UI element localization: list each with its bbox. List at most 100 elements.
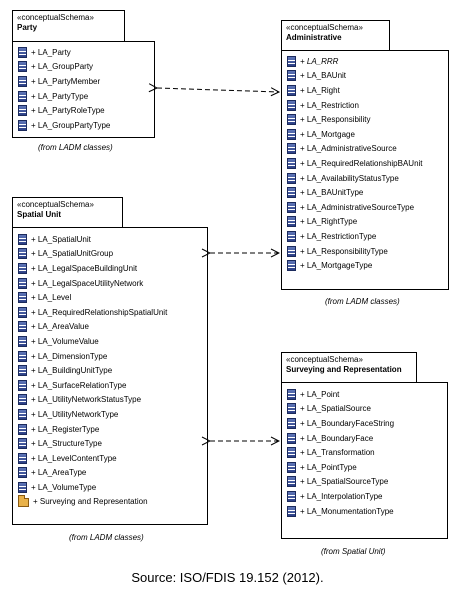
class-item[interactable]: + LA_AdministrativeSource [287, 142, 423, 157]
class-icon [287, 216, 296, 228]
class-item[interactable]: + LA_PartyMember [18, 74, 110, 89]
class-item[interactable]: + LA_SpatialSourceType [287, 475, 394, 490]
class-item[interactable]: + LA_BuildingUnitType [18, 363, 167, 378]
class-item[interactable]: + LA_SpatialUnitGroup [18, 247, 167, 262]
class-label: + LA_GroupParty [31, 62, 94, 72]
class-label: + LA_RequiredRelationshipBAUnit [300, 158, 423, 168]
class-item[interactable]: + LA_Mortgage [287, 127, 423, 142]
class-item[interactable]: + LA_AreaType [18, 466, 167, 481]
class-item[interactable]: + LA_SpatialUnit [18, 232, 167, 247]
class-item[interactable]: + LA_LegalSpaceBuildingUnit [18, 261, 167, 276]
class-icon [18, 481, 27, 493]
class-label: + LA_PartyType [31, 91, 89, 101]
class-label: + LA_AreaType [31, 468, 87, 478]
package-party-origin: (from LADM classes) [38, 143, 113, 152]
class-item[interactable]: + LA_SpatialSource [287, 402, 394, 417]
class-label: + LA_BuildingUnitType [31, 366, 113, 376]
class-icon [287, 230, 296, 242]
class-item[interactable]: + LA_Party [18, 45, 110, 60]
class-item[interactable]: + LA_InterpolationType [287, 489, 394, 504]
class-icon [18, 452, 27, 464]
class-label: + LA_RegisterType [31, 424, 100, 434]
class-item[interactable]: + LA_MonumentationType [287, 504, 394, 519]
class-item[interactable]: + LA_BoundaryFaceString [287, 416, 394, 431]
class-icon [287, 172, 296, 184]
package-administrative-origin: (from LADM classes) [325, 297, 400, 306]
class-icon [18, 46, 27, 58]
class-item[interactable]: + LA_Transformation [287, 445, 394, 460]
class-item[interactable]: + LA_Right [287, 83, 423, 98]
class-icon [287, 245, 296, 257]
class-label: + LA_Transformation [300, 448, 375, 458]
class-item[interactable]: + LA_BAUnitType [287, 185, 423, 200]
class-item[interactable]: + LA_UtilityNetworkStatusType [18, 393, 167, 408]
class-label: + LA_PointType [300, 462, 357, 472]
class-item[interactable]: + LA_RestrictionType [287, 229, 423, 244]
class-item[interactable]: + LA_LegalSpaceUtilityNetwork [18, 276, 167, 291]
figure-caption: Source: ISO/FDIS 19.152 (2012). [131, 570, 324, 585]
class-label: + LA_Responsibility [300, 115, 371, 125]
class-label: + LA_MonumentationType [300, 506, 394, 516]
class-item[interactable]: + LA_Responsibility [287, 112, 423, 127]
class-icon [18, 248, 27, 260]
class-icon [18, 335, 27, 347]
class-item[interactable]: + LA_PointType [287, 460, 394, 475]
stereotype-label: «conceptualSchema» [17, 200, 94, 209]
class-label: + LA_Mortgage [300, 129, 355, 139]
class-item[interactable]: + Surveying and Representation [18, 495, 167, 510]
stereotype-label: «conceptualSchema» [17, 13, 94, 22]
class-icon [287, 403, 296, 415]
class-icon [287, 260, 296, 272]
class-item[interactable]: + LA_RightType [287, 215, 423, 230]
class-item[interactable]: + LA_Restriction [287, 98, 423, 113]
class-label: + LA_Level [31, 293, 72, 303]
class-label: + LA_BAUnit [300, 71, 347, 81]
class-icon [287, 447, 296, 459]
class-icon [18, 350, 27, 362]
class-list: + LA_Party + LA_GroupParty + LA_PartyMembe… [18, 45, 110, 133]
class-item[interactable]: + LA_GroupParty [18, 60, 110, 75]
class-label: + LA_RequiredRelationshipSpatialUnit [31, 307, 168, 317]
class-item[interactable]: + LA_BoundaryFace [287, 431, 394, 446]
class-icon [18, 75, 27, 87]
class-icon [287, 476, 296, 488]
class-label: + LA_SpatialSourceType [300, 477, 389, 487]
class-icon [287, 70, 296, 82]
class-label: + LA_VolumeType [31, 482, 97, 492]
class-item[interactable]: + LA_VolumeType [18, 480, 167, 495]
class-item[interactable]: + LA_AdministrativeSourceType [287, 200, 423, 215]
class-item[interactable]: + LA_UtilityNetworkType [18, 407, 167, 422]
class-label: + LA_SpatialSource [300, 404, 371, 414]
class-item[interactable]: + LA_LevelContentType [18, 451, 167, 466]
class-item[interactable]: + LA_RegisterType [18, 422, 167, 437]
class-item[interactable]: + LA_RRR [287, 54, 423, 69]
package-name: Spatial Unit [17, 210, 62, 219]
class-item[interactable]: + LA_RequiredRelationshipBAUnit [287, 156, 423, 171]
class-item[interactable]: + LA_DimensionType [18, 349, 167, 364]
class-item[interactable]: + LA_PartyRoleType [18, 103, 110, 118]
class-item[interactable]: + LA_VolumeValue [18, 334, 167, 349]
class-item[interactable]: + LA_StructureType [18, 436, 167, 451]
class-item[interactable]: + LA_GroupPartyType [18, 118, 110, 133]
class-label: + LA_AvailabilityStatusType [300, 173, 399, 183]
folder-icon [18, 495, 29, 508]
class-icon [287, 461, 296, 473]
class-label: + LA_PartyRoleType [31, 106, 105, 116]
class-label: + LA_RRR [300, 56, 339, 66]
class-item[interactable]: + LA_ResponsibilityType [287, 244, 423, 259]
class-item[interactable]: + LA_MortgageType [287, 258, 423, 273]
class-label: + LA_BAUnitType [300, 188, 364, 198]
class-item[interactable]: + LA_AreaValue [18, 320, 167, 335]
package-party-body: + LA_Party + LA_GroupParty + LA_PartyMembe… [12, 41, 155, 138]
class-item[interactable]: + LA_Level [18, 290, 167, 305]
class-item[interactable]: + LA_BAUnit [287, 69, 423, 84]
class-item[interactable]: + LA_AvailabilityStatusType [287, 171, 423, 186]
package-party-tab: «conceptualSchema» Party [12, 10, 125, 42]
class-icon [287, 417, 296, 429]
class-item[interactable]: + LA_Point [287, 387, 394, 402]
class-item[interactable]: + LA_RequiredRelationshipSpatialUnit [18, 305, 167, 320]
class-icon [287, 128, 296, 140]
class-item[interactable]: + LA_PartyType [18, 89, 110, 104]
class-icon [18, 379, 27, 391]
class-item[interactable]: + LA_SurfaceRelationType [18, 378, 167, 393]
